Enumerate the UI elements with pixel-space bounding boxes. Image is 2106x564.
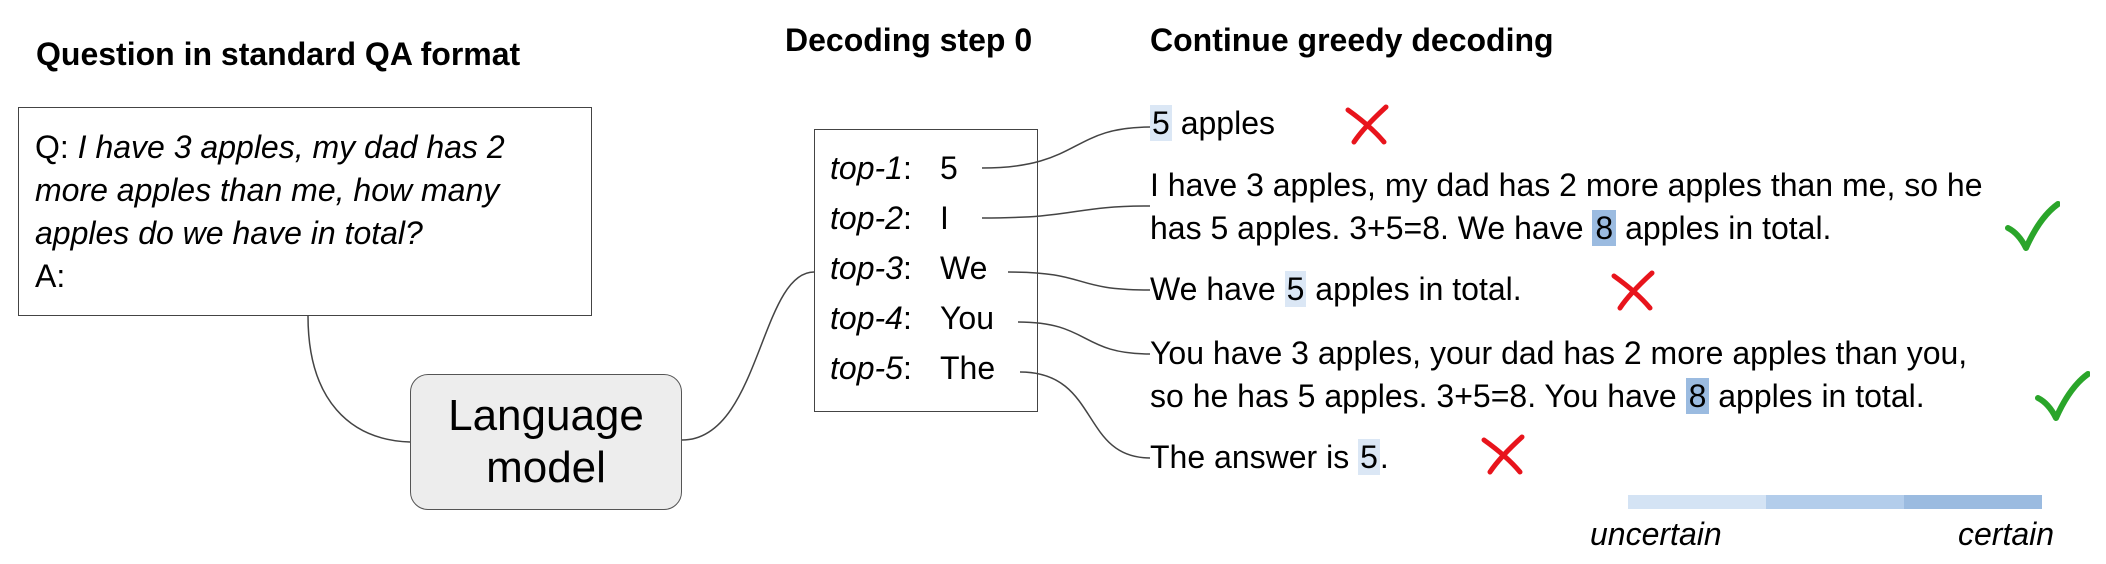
- topk-rank: top-5: [830, 350, 903, 386]
- topk-row-3: top-3:We: [830, 250, 988, 286]
- topk-rank: top-1: [830, 150, 903, 186]
- confidence-legend-bar: [1628, 495, 2042, 509]
- continuation-text: We have: [1150, 271, 1285, 307]
- cross-icon: [1611, 270, 1655, 311]
- continuation-text-end: apples in total.: [1306, 271, 1522, 307]
- connector-question-to-model: [307, 315, 411, 443]
- answer-highlight-certain: 8: [1592, 210, 1617, 246]
- continuation-1: 5 apples: [1150, 102, 1275, 145]
- topk-rank: top-2: [830, 200, 903, 236]
- topk-row-5: top-5:The: [830, 350, 996, 386]
- connector-top3: [1007, 271, 1151, 291]
- continuation-text-end: .: [1379, 439, 1389, 475]
- question-box: Q: I have 3 apples, my dad has 2 more ap…: [18, 107, 592, 316]
- continuation-2: I have 3 apples, my dad has 2 more apple…: [1150, 164, 1983, 250]
- answer-highlight-certain: 8: [1685, 378, 1710, 414]
- language-model-box: Language model: [410, 374, 682, 510]
- check-icon: [2005, 201, 2060, 251]
- answer-prefix: A:: [35, 258, 66, 294]
- topk-rank: top-4: [830, 300, 903, 336]
- answer-highlight-uncertain: 5: [1358, 439, 1380, 475]
- question-line-1: I have 3 apples, my dad has 2: [77, 129, 505, 165]
- continuation-5: The answer is 5.: [1150, 436, 1389, 479]
- legend-segment-mid: [1766, 495, 1904, 509]
- check-icon: [2035, 371, 2090, 421]
- legend-label-certain: certain: [1958, 516, 2055, 552]
- topk-token: 5: [940, 150, 958, 186]
- topk-row-1: top-1:5: [830, 150, 958, 186]
- continuation-text: apples: [1171, 105, 1275, 141]
- answer-highlight-uncertain: 5: [1150, 105, 1172, 141]
- connector-top5: [1019, 371, 1151, 459]
- heading-continue-decoding: Continue greedy decoding: [1150, 22, 1554, 58]
- legend-segment-low: [1628, 495, 1766, 509]
- continuation-4: You have 3 apples, your dad has 2 more a…: [1150, 332, 1967, 418]
- question-line-2: more apples than me, how many: [35, 172, 500, 208]
- connector-model-to-topk: [681, 271, 815, 441]
- continuation-line-2: so he has 5 apples. 3+5=8. You have: [1150, 378, 1686, 414]
- connector-top2: [981, 205, 1151, 219]
- connector-top4: [1017, 321, 1151, 355]
- topk-token: You: [940, 300, 994, 336]
- topk-token: The: [940, 350, 996, 386]
- topk-candidates-box: [814, 129, 1038, 412]
- legend-label-uncertain: uncertain: [1590, 516, 1722, 552]
- topk-rank: top-3: [830, 250, 903, 286]
- continuation-line-1: I have 3 apples, my dad has 2 more apple…: [1150, 167, 1983, 203]
- topk-row-2: top-2:I: [830, 200, 949, 236]
- continuation-3: We have 5 apples in total.: [1150, 268, 1522, 311]
- language-model-label: Language model: [448, 391, 644, 492]
- continuation-line-2-end: apples in total.: [1616, 210, 1832, 246]
- legend-segment-high: [1904, 495, 2042, 509]
- topk-token: We: [940, 250, 988, 286]
- cross-icon: [1345, 104, 1389, 145]
- continuation-text: The answer is: [1150, 439, 1359, 475]
- connector-top1: [981, 126, 1151, 169]
- continuation-line-2-end: apples in total.: [1709, 378, 1925, 414]
- question-q-prefix: Q:: [35, 129, 78, 165]
- topk-row-4: top-4:You: [830, 300, 994, 336]
- cross-icon: [1481, 434, 1525, 475]
- continuation-line-1: You have 3 apples, your dad has 2 more a…: [1150, 335, 1968, 371]
- topk-token: I: [940, 200, 949, 236]
- question-line-3: apples do we have in total?: [35, 215, 423, 251]
- heading-decoding-step: Decoding step 0: [785, 22, 1033, 58]
- heading-question-format: Question in standard QA format: [36, 36, 521, 72]
- answer-highlight-uncertain: 5: [1284, 271, 1307, 307]
- continuation-line-2: has 5 apples. 3+5=8. We have: [1150, 210, 1593, 246]
